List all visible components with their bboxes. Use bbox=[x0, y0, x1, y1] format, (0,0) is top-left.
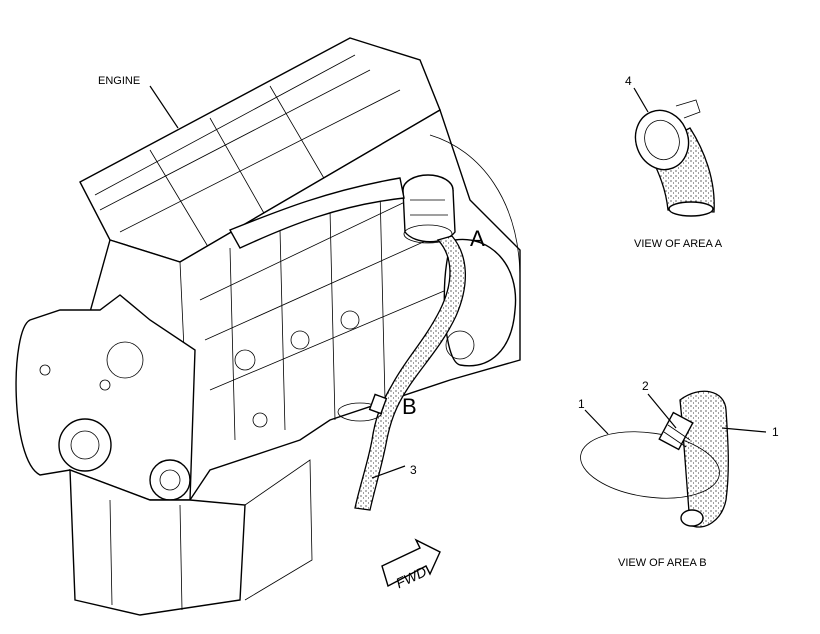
callout-3: 3 bbox=[410, 463, 417, 477]
engine-leader bbox=[149, 85, 179, 129]
oil-pan bbox=[69, 468, 246, 616]
callout-4: 4 bbox=[625, 74, 632, 88]
engine-label: ENGINE bbox=[98, 75, 140, 87]
view-a-caption: VIEW OF AREA A bbox=[634, 238, 723, 250]
hose-section-b bbox=[679, 390, 729, 528]
callout-2-leader bbox=[647, 393, 677, 429]
area-a-marker: A bbox=[470, 226, 485, 251]
callout-1-right-leader bbox=[721, 427, 767, 433]
callout-4-leader bbox=[633, 87, 649, 113]
detail-view-b bbox=[580, 390, 729, 528]
callout-1-right: 1 bbox=[772, 425, 779, 439]
callout-3-leader bbox=[371, 465, 406, 479]
strap-clamp bbox=[580, 431, 720, 499]
callout-1-left-leader bbox=[584, 409, 609, 435]
area-b-marker: B bbox=[402, 394, 417, 419]
callout-1-left: 1 bbox=[578, 397, 585, 411]
callout-2: 2 bbox=[642, 379, 649, 393]
clamp-buckle bbox=[658, 411, 694, 451]
forward-arrow-icon: FWD bbox=[381, 538, 441, 591]
breather-hose bbox=[354, 235, 466, 511]
detail-view-a bbox=[634, 99, 715, 217]
engine-illustration bbox=[15, 37, 521, 616]
view-b-caption: VIEW OF AREA B bbox=[618, 557, 707, 569]
